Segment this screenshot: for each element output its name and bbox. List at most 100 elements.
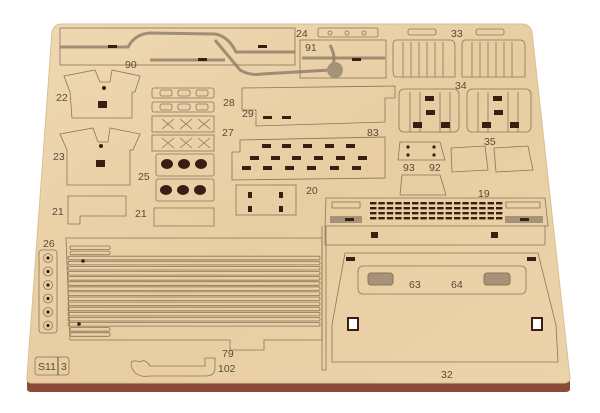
label-83: 83 <box>367 127 379 139</box>
grille-slot <box>386 202 394 205</box>
grille-slot <box>420 207 427 210</box>
grille-slot <box>454 217 461 220</box>
grille-slot <box>395 207 402 210</box>
grille-slot <box>479 217 486 220</box>
grille-slot <box>454 212 461 215</box>
part-33 <box>392 28 526 78</box>
label-20: 20 <box>306 185 318 197</box>
grille-slot <box>462 202 469 205</box>
slat <box>67 291 321 296</box>
grille-slot <box>386 207 394 210</box>
grille-slot <box>445 202 452 205</box>
part-32 <box>331 252 559 363</box>
label-26: 26 <box>43 238 55 250</box>
grille-slot <box>487 217 494 220</box>
part-23 <box>59 127 141 186</box>
slat <box>69 250 111 256</box>
label-33: 33 <box>451 28 463 40</box>
grille-slot <box>437 207 444 210</box>
label-21-left: 21 <box>52 206 64 218</box>
label-90: 90 <box>125 59 137 71</box>
part-91 <box>299 39 387 79</box>
grille-slot <box>437 202 444 205</box>
part-27 <box>151 115 215 152</box>
grille-slot <box>437 212 444 215</box>
label-63: 63 <box>409 279 421 291</box>
slat <box>67 281 321 286</box>
grille-slot <box>454 202 461 205</box>
grille-slot <box>395 202 402 205</box>
part-34 <box>398 88 532 133</box>
sheet-number: 3 <box>61 361 67 373</box>
label-93: 93 <box>403 162 415 174</box>
label-23: 23 <box>53 151 65 163</box>
grille-slot <box>445 212 452 215</box>
label-24: 24 <box>296 28 308 40</box>
ring-center <box>46 269 50 274</box>
label-92: 92 <box>429 162 441 174</box>
label-29: 29 <box>242 108 254 120</box>
label-19: 19 <box>478 188 490 200</box>
label-102: 102 <box>218 363 236 375</box>
ring-hole <box>43 307 53 317</box>
slat <box>69 245 111 250</box>
slat <box>67 271 321 276</box>
part-26 <box>38 249 58 334</box>
label-21-center: 21 <box>135 208 147 220</box>
slat <box>67 260 321 266</box>
grille-slot <box>496 212 503 215</box>
grille-slot <box>412 212 419 215</box>
label-91: 91 <box>305 42 317 54</box>
grille-slot <box>412 207 419 210</box>
grille-slot <box>370 217 377 220</box>
part-29 <box>241 85 396 127</box>
grille-slot <box>479 207 486 210</box>
grille-slot <box>487 212 494 215</box>
grille-slot <box>386 212 394 215</box>
grille-slot <box>479 202 486 205</box>
label-22: 22 <box>56 92 68 104</box>
grille-slot <box>412 202 419 205</box>
grille-slot <box>496 207 503 210</box>
grille-slot <box>395 217 402 220</box>
grille-slot <box>370 202 377 205</box>
grille-slot <box>445 217 452 220</box>
part-102 <box>130 357 216 377</box>
grille-slot <box>403 212 410 215</box>
slat <box>69 327 111 332</box>
grille-slot <box>378 217 385 220</box>
part-21-left <box>67 195 215 227</box>
grille-slot <box>496 217 503 220</box>
part-83 <box>231 136 386 181</box>
grille-slot <box>487 207 494 210</box>
grille-slot <box>403 217 410 220</box>
slat <box>67 306 321 312</box>
slat <box>67 276 321 281</box>
part-90 <box>59 27 336 76</box>
label-35: 35 <box>484 136 496 148</box>
grille-slot <box>496 202 503 205</box>
grille-slot <box>403 202 410 205</box>
grille-slot <box>470 207 478 210</box>
ring-center <box>46 283 50 287</box>
grille-slot <box>412 217 419 220</box>
label-27: 27 <box>222 127 234 139</box>
slat <box>67 296 321 301</box>
grille-slot <box>462 212 469 215</box>
slat <box>69 332 111 337</box>
label-79: 79 <box>222 348 234 360</box>
part-22 <box>63 69 141 119</box>
grille-slot <box>470 202 478 205</box>
ring-center <box>46 256 50 260</box>
grille-slot <box>420 217 427 220</box>
label-32: 32 <box>441 369 453 381</box>
slat <box>67 311 321 317</box>
part-28 <box>151 87 215 113</box>
ring-hole <box>43 266 53 277</box>
ring-center <box>46 310 50 314</box>
part-19 <box>324 197 549 246</box>
slat <box>67 286 321 291</box>
grille-slot <box>479 212 486 215</box>
